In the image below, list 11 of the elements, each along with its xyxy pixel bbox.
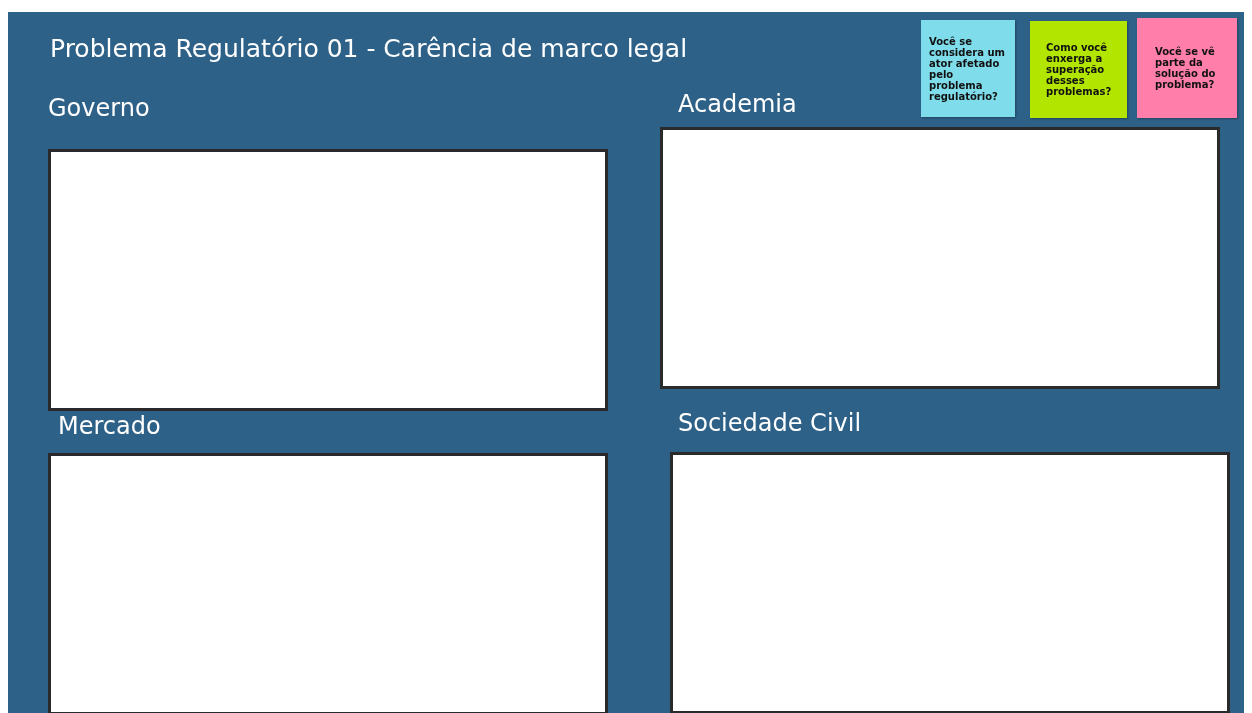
note-text: Você se considera um ator afetado pelo problema regulatório?: [929, 35, 1006, 102]
note-text: Você se vê parte da solução do problema?: [1155, 46, 1217, 90]
note-text: Como você enxerga a superação desses problemas?: [1046, 42, 1113, 97]
panel-heading: Sociedade Civil: [678, 409, 862, 437]
sticky-note: [921, 20, 1015, 117]
sticky-note: [1030, 21, 1127, 118]
sticky-note: [1137, 18, 1237, 118]
panel-heading: Governo: [48, 94, 150, 122]
panel-heading: Academia: [678, 90, 797, 118]
board-title: Problema Regulatório 01 - Carência de marco legal: [50, 34, 688, 63]
panel-heading: Mercado: [58, 412, 161, 440]
